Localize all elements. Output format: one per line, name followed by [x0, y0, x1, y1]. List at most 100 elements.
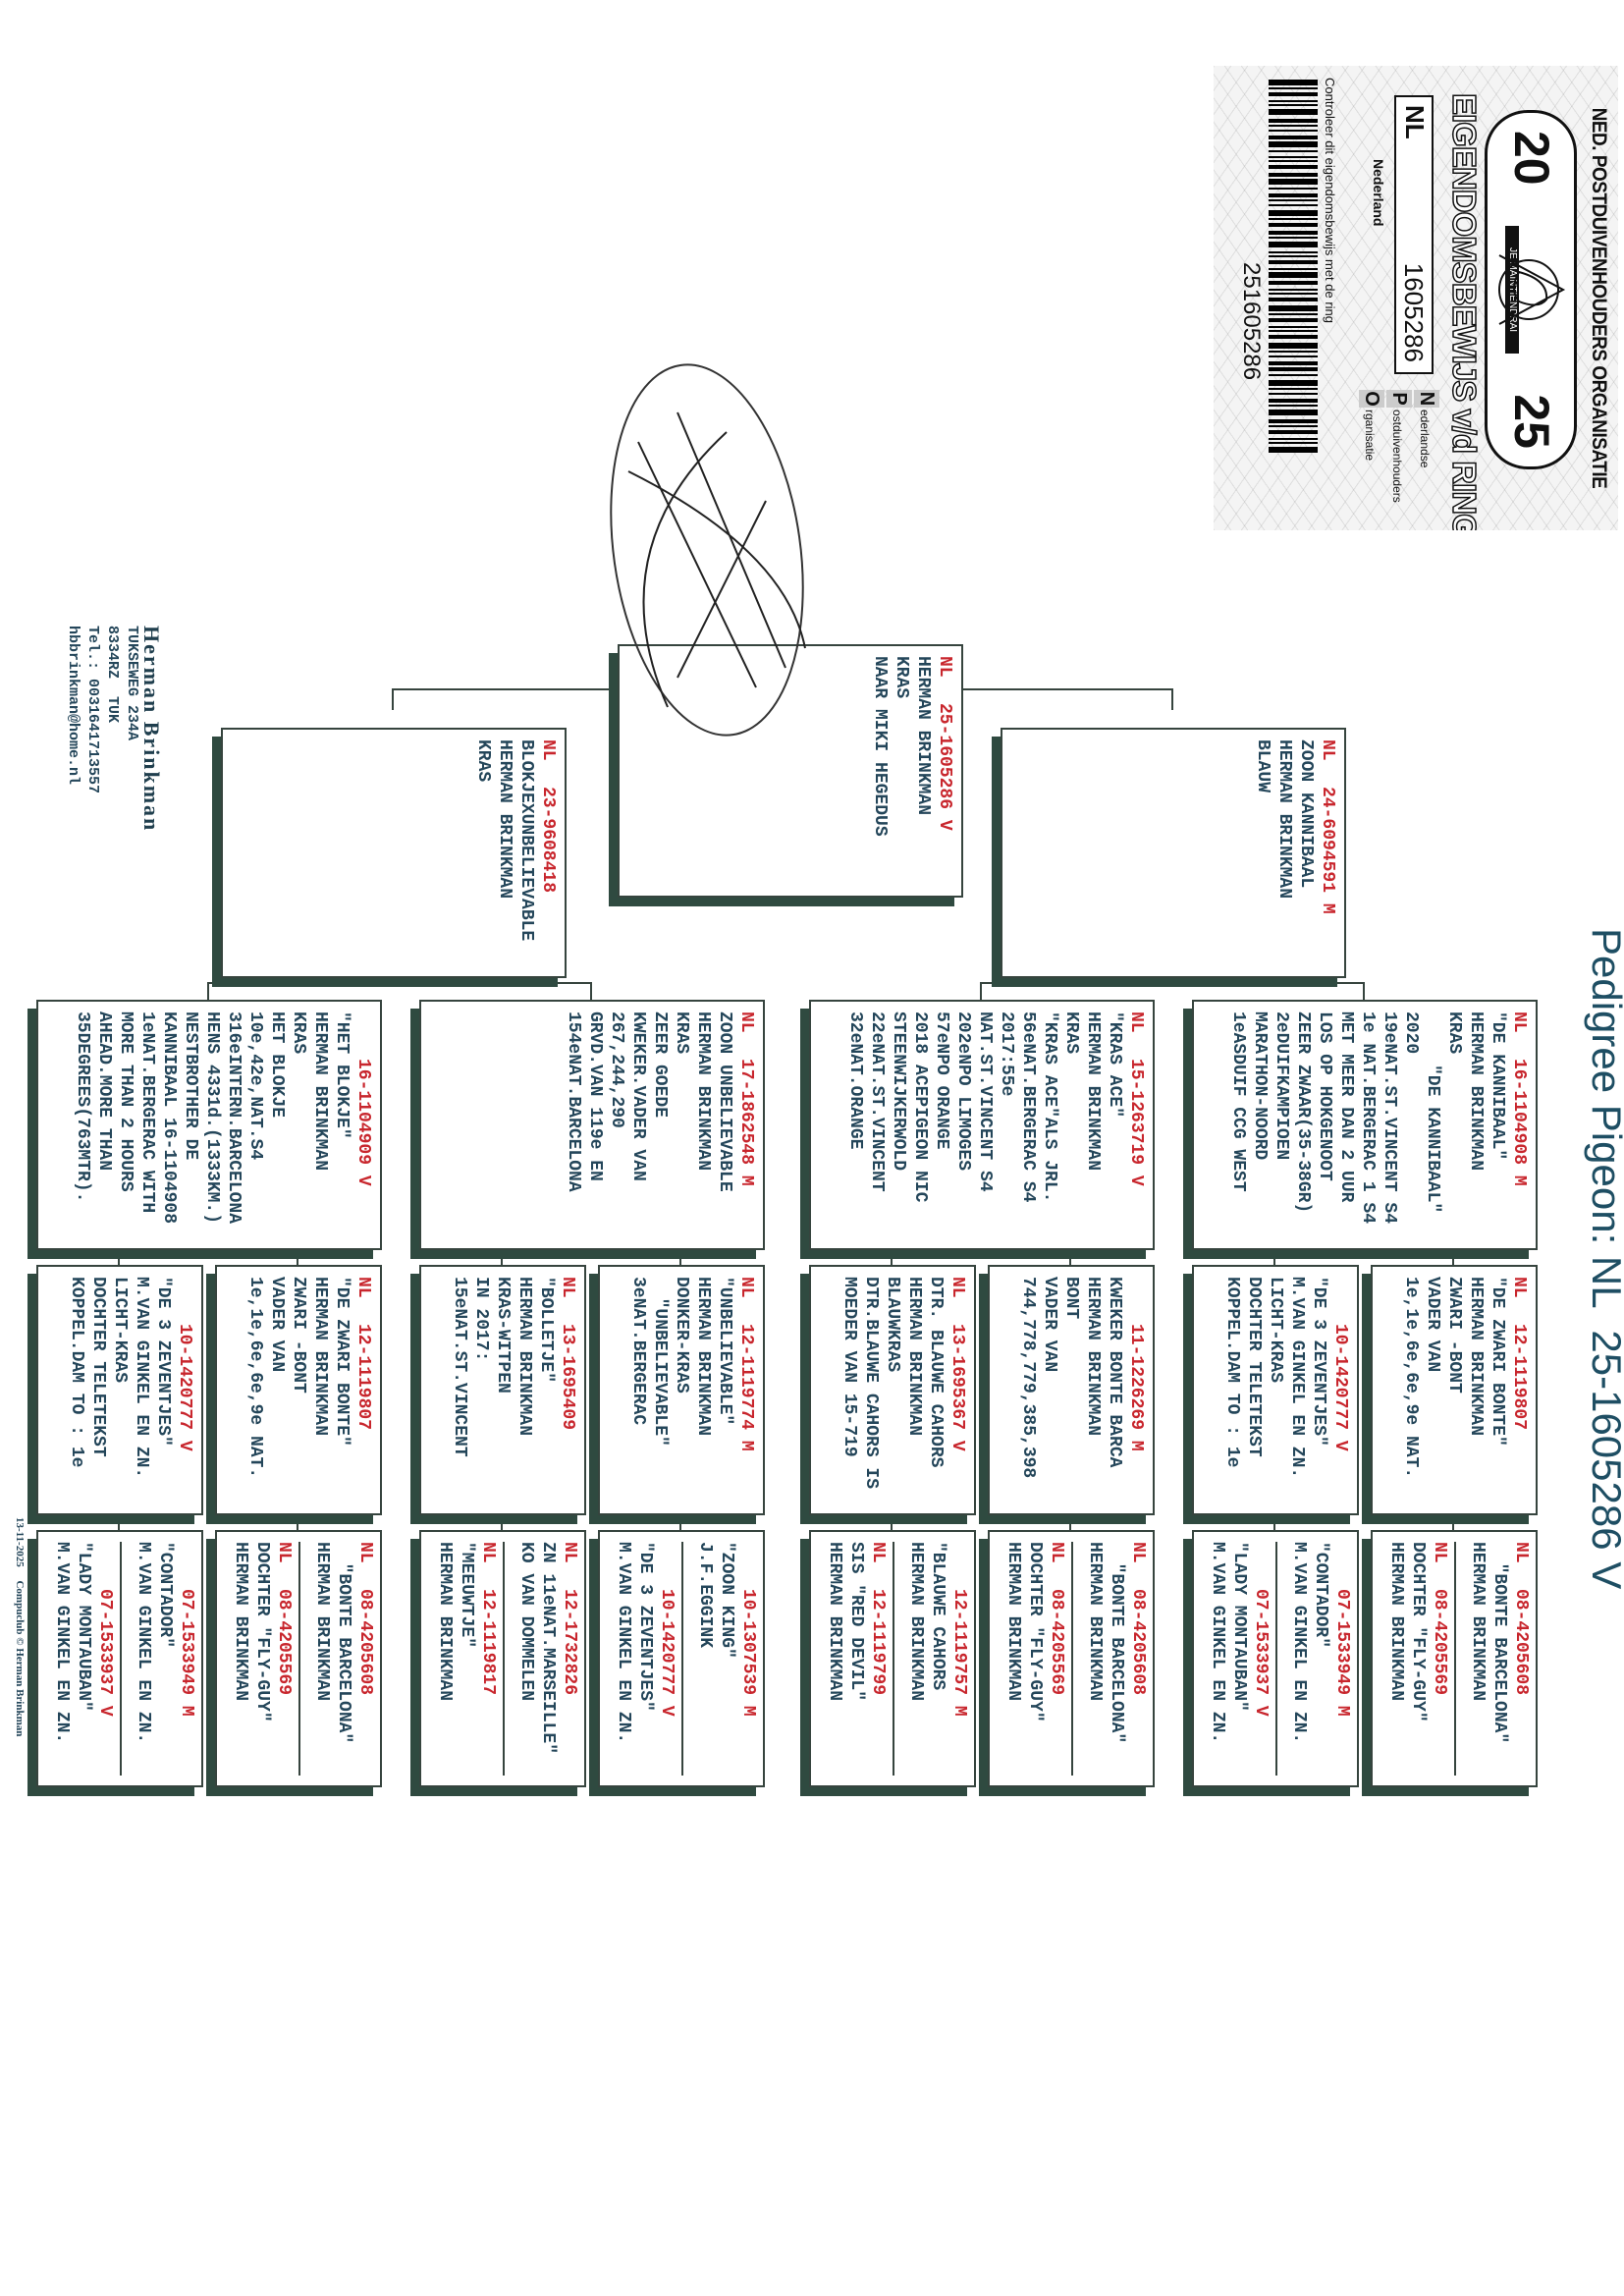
barcode-bar [1269, 430, 1318, 434]
gen5-dam[interactable]: 10-1420777 V"DE 3 ZEVENTJES"M.VAN GINKEL… [600, 1542, 681, 1776]
barcode-bar [1269, 393, 1318, 395]
pigeon-card-great-grandparent[interactable]: 10-1420777 V"DE 3 ZEVENTJES"M.VAN GINKEL… [1192, 1265, 1359, 1515]
gen5-dam[interactable]: 07-1533937 V"LADY MONTAUBAN"M.VAN GINKEL… [38, 1542, 120, 1776]
pigeon-info-line: 22eNAT.ST.VINCENT [867, 1011, 887, 1192]
barcode-bar [1269, 318, 1318, 322]
pigeon-info-line: NAT.ST.VINCENT S4 [975, 1011, 995, 1192]
gen5-sire[interactable]: 07-1533949 M"CONTADOR"M.VAN GINKEL EN ZN… [1275, 1542, 1357, 1776]
ring-number-header: NL12-1119817 [477, 1542, 499, 1776]
ring-number: 11-1226269 M [1126, 1324, 1146, 1451]
pigeon-info-line: HERMAN BRINKMAN [312, 1542, 332, 1702]
pigeon-card-great-grandparent[interactable]: NL12-1119807"DE ZWARI BONTE"HERMAN BRINK… [1371, 1265, 1538, 1515]
ring-number-header: 10-1307539 M [737, 1542, 759, 1776]
pigeon-card-great-grandparent[interactable]: 10-1420777 V"DE 3 ZEVENTJES"M.VAN GINKEL… [36, 1265, 203, 1515]
pigeon-info-line: "DE KANNIBAAL" [1488, 1011, 1507, 1161]
gen5-sire[interactable]: 07-1533949 M"CONTADOR"M.VAN GINKEL EN ZN… [120, 1542, 201, 1776]
barcode-bar [1269, 289, 1318, 291]
ring-number-header: NL24-6094591 M [1317, 739, 1338, 966]
gen5-dam[interactable]: 07-1533937 V"LADY MONTAUBAN"M.VAN GINKEL… [1194, 1542, 1275, 1776]
country-code: NL [353, 1277, 373, 1298]
pigeon-info-line: HERMAN BRINKMAN [1085, 1542, 1105, 1702]
connector-line [501, 1515, 503, 1530]
lion-crest-icon [1498, 254, 1566, 325]
npo-word: ederlandse [1418, 410, 1432, 468]
country-code: NL [1128, 1542, 1148, 1563]
stamp-country: Nederland [1371, 159, 1386, 227]
pigeon-card-grandparent[interactable]: NL16-1104908 M"DE KANNIBAAL"HERMAN BRINK… [1192, 1000, 1538, 1250]
pigeon-card-pair-gen5[interactable]: NL08-4205608 "BONTE BARCELONA"HERMAN BRI… [988, 1530, 1155, 1787]
ring-number: 07-1533949 M [177, 1589, 196, 1717]
pigeon-card-great-grandparent[interactable]: NL12-1119807"DE ZWARI BONTE"HERMAN BRINK… [215, 1265, 382, 1515]
pigeon-info-line: "CONTADOR" [155, 1542, 175, 1649]
ring-number: 24-6094591 M [1318, 787, 1337, 914]
pigeon-info-line: DOCHTER "FLY-GUY" [1025, 1542, 1045, 1722]
pigeon-info-line: DTR. BLAUWE CAHORS [926, 1277, 946, 1468]
ring-number-header: NL12-1119807 [352, 1277, 374, 1503]
ring-number-header: NL08-4205569 [1046, 1542, 1067, 1776]
ring-number-header: NL16-1104908 M [1508, 1011, 1530, 1238]
ring-number-header: 07-1533949 M [176, 1542, 197, 1776]
country-code: NL [478, 1542, 498, 1563]
pigeon-card-pair-gen5[interactable]: NL08-4205608 "BONTE BARCELONA"HERMAN BRI… [1371, 1530, 1538, 1787]
pigeon-info-line: LICHT-KRAS [1266, 1277, 1285, 1384]
pigeon-info-line: HERMAN BRINKMAN [825, 1542, 844, 1702]
gen5-sire[interactable]: NL08-4205608 "BONTE BARCELONA"HERMAN BRI… [1071, 1542, 1153, 1776]
gen5-sire[interactable]: 10-1307539 M"ZOON KING"J.F.EGGINK [681, 1542, 763, 1776]
barcode-bar [1269, 231, 1318, 235]
pigeon-info-line: SIS "RED DEVIL" [846, 1542, 866, 1702]
pigeon-info-line: KRAS [1061, 1011, 1081, 1055]
ring-number: 17-1862548 M [736, 1059, 756, 1186]
connector-line [297, 1515, 298, 1530]
gen5-sire[interactable]: NL08-4205608 "BONTE BARCELONA"HERMAN BRI… [1454, 1542, 1536, 1776]
country-code: NL [274, 1542, 294, 1563]
gen5-dam[interactable]: NL12-1119817"MEEUWTJE"HERMAN BRINKMAN [421, 1542, 503, 1776]
barcode-bar [1269, 380, 1318, 386]
owner-email[interactable]: hbbrinkman@home.nl [65, 626, 81, 786]
pigeon-card-pair-gen5[interactable]: 07-1533949 M"CONTADOR"M.VAN GINKEL EN ZN… [1192, 1530, 1359, 1787]
barcode-bar [1269, 223, 1318, 227]
barcode-bar [1269, 335, 1318, 339]
barcode-bar [1269, 313, 1318, 315]
pigeon-info-line: MOEDER VAN 15-719 [839, 1277, 859, 1457]
pigeon-info-line: IN 2017: [471, 1277, 491, 1362]
ring-number-header: 07-1533937 V [1250, 1542, 1272, 1776]
pigeon-info-line: LOS OP HOKGENOOT [1315, 1011, 1334, 1181]
pigeon-info-line: 1e NAT.BERGERAC 1 S4 [1358, 1011, 1378, 1225]
pigeon-info-line: "DE 3 ZEVENTJES" [635, 1542, 655, 1712]
pigeon-info-line: "UNBELIEVABLE" [650, 1277, 670, 1447]
barcode-bar [1269, 410, 1318, 415]
pigeon-card-pair-gen5[interactable]: 07-1533949 M"CONTADOR"M.VAN GINKEL EN ZN… [36, 1530, 203, 1787]
pigeon-info-line: 15eNAT.ST.VINCENT [450, 1277, 469, 1457]
pigeon-card-great-grandparent[interactable]: NL12-1119774 M"UNBELIEVABLE"HERMAN BRINK… [598, 1265, 765, 1515]
barcode-bar [1269, 218, 1318, 220]
pigeon-card-pair-gen5[interactable]: NL08-4205608 "BONTE BARCELONA"HERMAN BRI… [215, 1530, 382, 1787]
ring-number-header: 07-1533949 M [1331, 1542, 1353, 1776]
ring-number-header: 10-1420777 V [1329, 1277, 1351, 1503]
barcode-bar [1269, 272, 1318, 278]
gen5-sire[interactable]: NL08-4205608 "BONTE BARCELONA"HERMAN BRI… [298, 1542, 380, 1776]
ring-number: 07-1533937 V [1251, 1589, 1271, 1717]
pigeon-info-line: ZWARI -BONT [289, 1277, 308, 1394]
ring-number: 10-1420777 V [175, 1324, 194, 1451]
ring-number-header: 11-1226269 M [1125, 1277, 1147, 1503]
pigeon-info-line: HERMAN BRINKMAN [904, 1277, 924, 1437]
pigeon-info-line: M.VAN GINKEL EN ZN. [1208, 1542, 1227, 1744]
ring-number: 16-1104908 M [1509, 1059, 1529, 1186]
